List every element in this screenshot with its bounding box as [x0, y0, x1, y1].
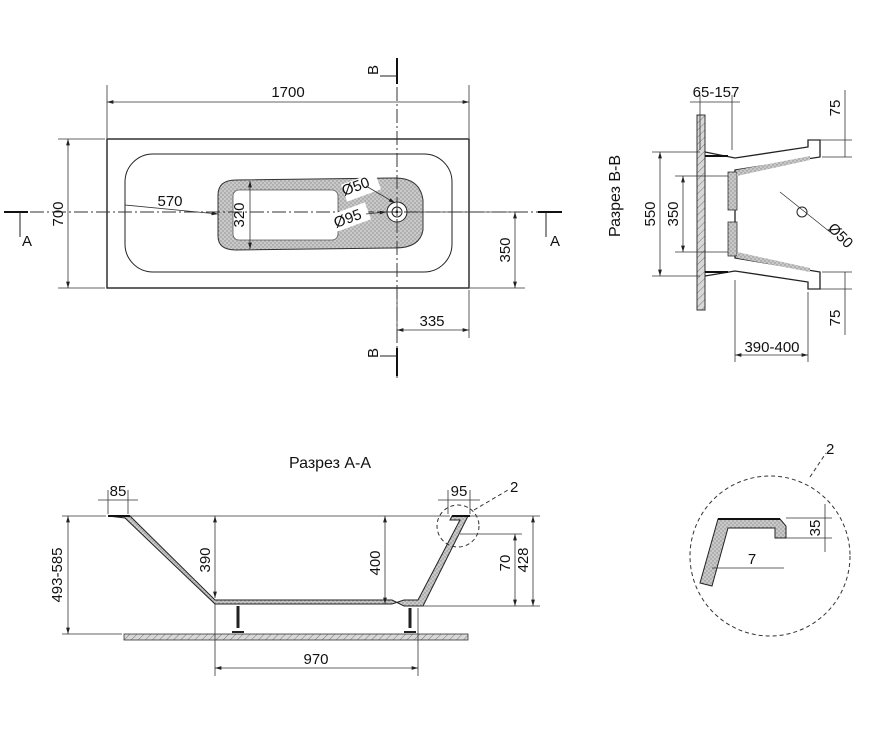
tub-cross-section — [704, 139, 821, 290]
dim-drain-y: 350 — [497, 237, 514, 262]
dim-width: 700 — [50, 201, 67, 226]
dim-rim-left: 85 — [110, 483, 127, 500]
detail-circle — [689, 475, 851, 637]
dim-bottom-length: 970 — [303, 651, 328, 668]
section-marker-a-left: A — [22, 233, 32, 250]
section-aa: Разрез А-А 85 95 2 493-585 — [49, 455, 540, 676]
detail-2: 2 35 7 — [689, 441, 851, 637]
detail-ref-2: 2 — [826, 441, 834, 458]
dim-floor-height: 428 — [515, 547, 532, 572]
overflow-hole — [796, 206, 808, 218]
dim-depth-left: 390 — [197, 547, 214, 572]
wall — [696, 114, 706, 311]
dim-wall-gap: 65-157 — [693, 84, 740, 101]
tub-profile-aa — [107, 515, 469, 607]
plan-view: 1700 700 570 320 Ø50 Ø95 350 335 A — [4, 58, 562, 378]
section-bb: Разрез B-B Ø50 65-157 75 75 — [607, 84, 856, 362]
tub-inner-rim — [124, 153, 453, 273]
section-marker-b-top: B — [365, 65, 382, 75]
section-marker-a-right: A — [550, 233, 560, 250]
tub-outline — [106, 138, 470, 289]
label-bb-overflow: Ø50 — [824, 220, 856, 252]
dim-rim-top: 75 — [827, 100, 844, 117]
detail-circle-aa — [436, 504, 480, 548]
dim-detail-thickness: 7 — [748, 551, 756, 568]
dim-depth-right: 400 — [367, 550, 384, 575]
dim-bb-outer: 550 — [642, 201, 659, 226]
section-marker-b-bottom: B — [365, 348, 382, 358]
detail-profile — [699, 518, 787, 587]
section-bb-title: Разрез B-B — [607, 155, 624, 237]
dim-length: 1700 — [271, 84, 304, 101]
dim-rim-right: 95 — [451, 483, 468, 500]
drain-center — [395, 210, 399, 214]
floor — [123, 633, 469, 641]
dim-drain-x: 570 — [157, 193, 182, 210]
dim-leg-depth: 390-400 — [744, 339, 799, 356]
detail-ref-aa: 2 — [510, 479, 518, 496]
dim-overflow-height: 70 — [497, 555, 514, 572]
dim-rim-bottom: 75 — [827, 310, 844, 327]
dim-total-height: 493-585 — [49, 547, 66, 602]
dim-detail-height: 35 — [807, 520, 824, 537]
section-aa-title: Разрез А-А — [289, 455, 371, 472]
basin-inner — [232, 189, 339, 241]
dim-bb-inner: 350 — [665, 201, 682, 226]
dim-drain-offset-x: 335 — [419, 313, 444, 330]
dim-basin-width: 320 — [231, 202, 248, 227]
